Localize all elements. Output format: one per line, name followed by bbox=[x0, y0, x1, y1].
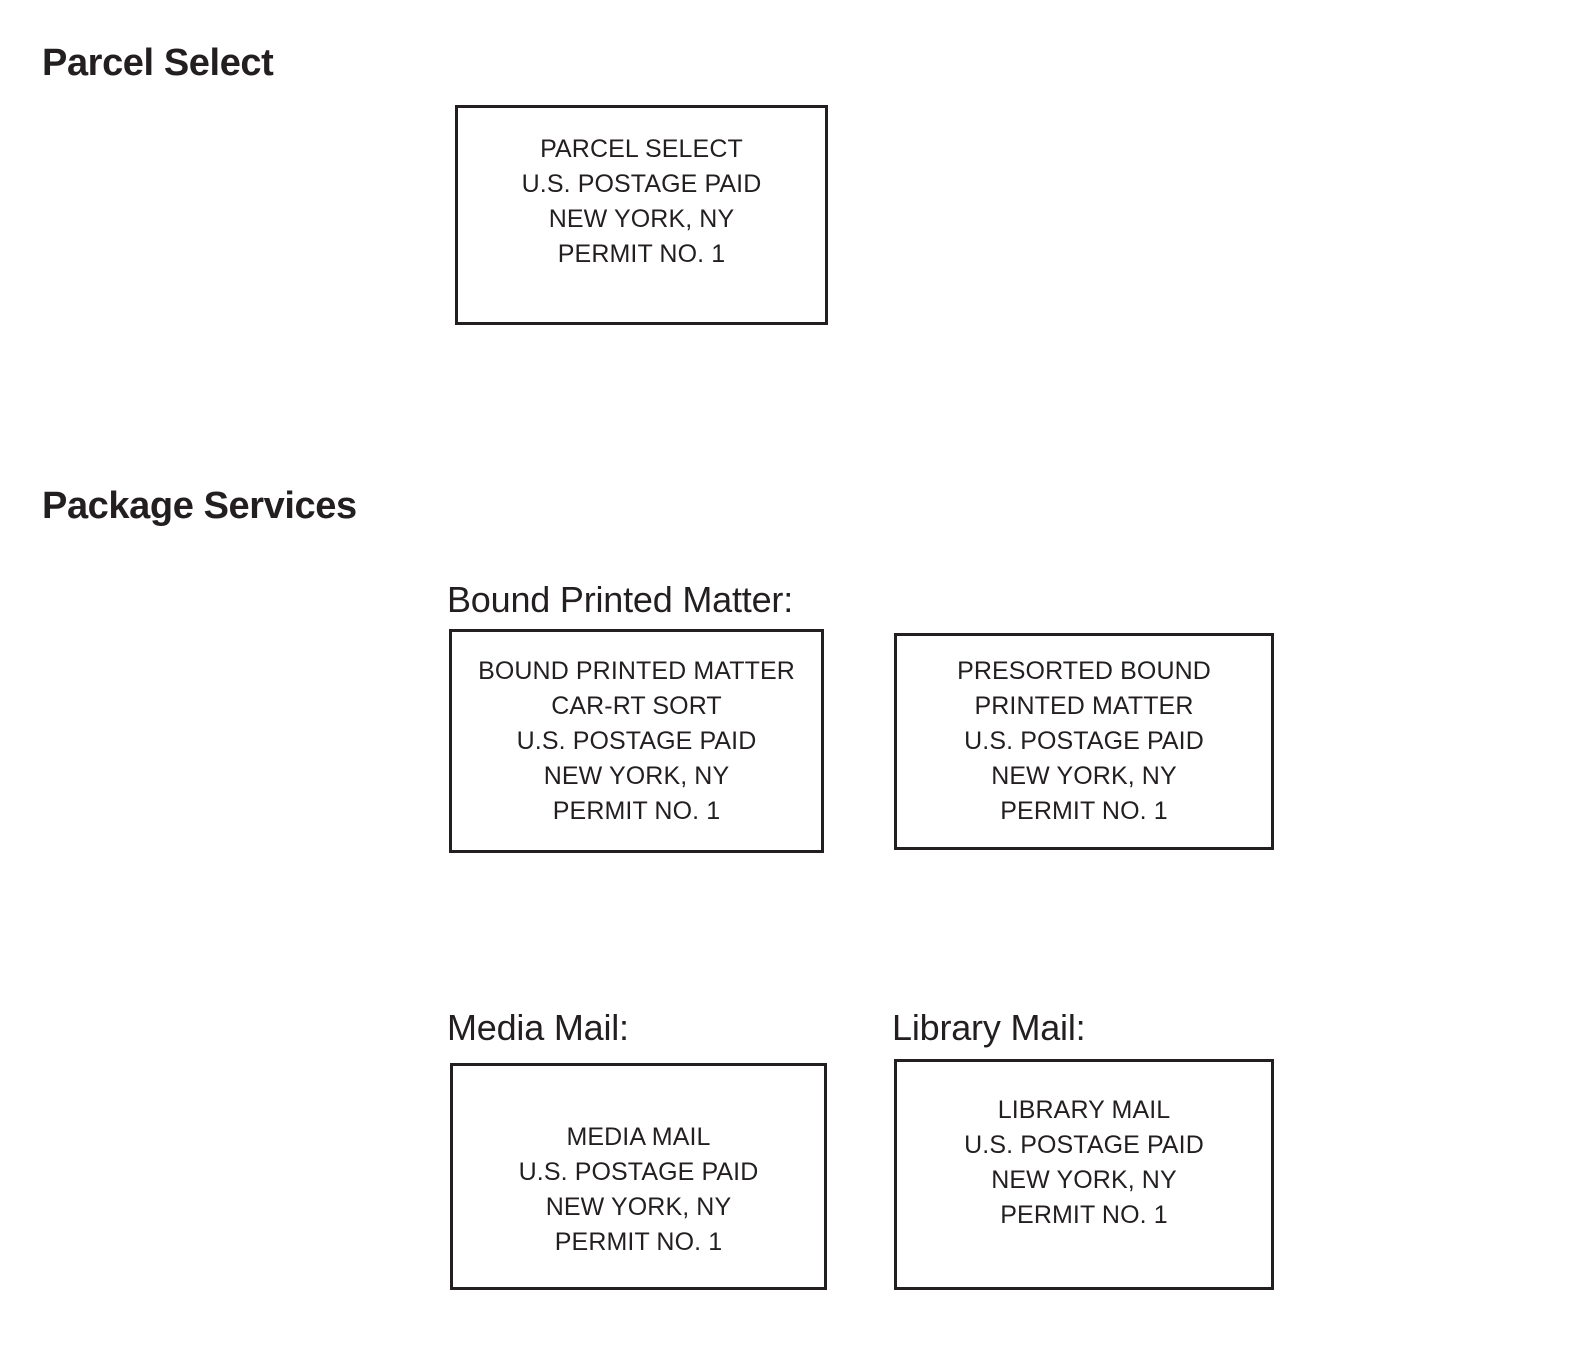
indicia-line: PARCEL SELECT bbox=[540, 135, 743, 163]
indicia-line: NEW YORK, NY bbox=[548, 205, 735, 233]
subheading-bound-printed-matter: Bound Printed Matter: bbox=[447, 579, 793, 620]
indicia-text-media-mail: MEDIA MAIL U.S. POSTAGE PAID NEW YORK, N… bbox=[453, 1066, 824, 1260]
indicia-line: U.S. POSTAGE PAID bbox=[521, 170, 762, 198]
indicia-text-parcel-select: PARCEL SELECT U.S. POSTAGE PAID NEW YORK… bbox=[458, 108, 825, 272]
section-heading-package-services: Package Services bbox=[42, 484, 357, 527]
indicia-line: PRESORTED BOUND bbox=[957, 657, 1211, 685]
indicia-box-bound-printed-matter: BOUND PRINTED MATTER CAR-RT SORT U.S. PO… bbox=[449, 629, 824, 853]
indicia-line: MEDIA MAIL bbox=[566, 1123, 711, 1151]
indicia-line: U.S. POSTAGE PAID bbox=[518, 1158, 759, 1186]
subheading-library-mail: Library Mail: bbox=[892, 1007, 1086, 1048]
indicia-box-presorted-bound-printed-matter: PRESORTED BOUND PRINTED MATTER U.S. POST… bbox=[894, 633, 1274, 850]
indicia-line: NEW YORK, NY bbox=[545, 1193, 732, 1221]
indicia-line: U.S. POSTAGE PAID bbox=[964, 727, 1204, 755]
indicia-line: LIBRARY MAIL bbox=[997, 1096, 1171, 1124]
indicia-line: PERMIT NO. 1 bbox=[557, 240, 726, 268]
indicia-box-library-mail: LIBRARY MAIL U.S. POSTAGE PAID NEW YORK,… bbox=[894, 1059, 1274, 1290]
indicia-box-parcel-select: PARCEL SELECT U.S. POSTAGE PAID NEW YORK… bbox=[455, 105, 828, 325]
indicia-line: NEW YORK, NY bbox=[991, 762, 1177, 790]
indicia-line: PERMIT NO. 1 bbox=[1000, 1201, 1168, 1229]
indicia-text-library-mail: LIBRARY MAIL U.S. POSTAGE PAID NEW YORK,… bbox=[897, 1062, 1271, 1233]
indicia-line: U.S. POSTAGE PAID bbox=[516, 727, 757, 755]
indicia-line: BOUND PRINTED MATTER bbox=[478, 657, 795, 685]
section-heading-parcel-select: Parcel Select bbox=[42, 41, 274, 84]
indicia-text-presorted-bound-printed-matter: PRESORTED BOUND PRINTED MATTER U.S. POST… bbox=[897, 636, 1271, 829]
indicia-line: PERMIT NO. 1 bbox=[1000, 797, 1168, 825]
indicia-line: PERMIT NO. 1 bbox=[552, 797, 721, 825]
indicia-box-media-mail: MEDIA MAIL U.S. POSTAGE PAID NEW YORK, N… bbox=[450, 1063, 827, 1290]
indicia-line: NEW YORK, NY bbox=[991, 1166, 1177, 1194]
indicia-line: CAR-RT SORT bbox=[551, 692, 722, 720]
indicia-line: U.S. POSTAGE PAID bbox=[964, 1131, 1204, 1159]
indicia-line: PERMIT NO. 1 bbox=[554, 1228, 723, 1256]
indicia-line: PRINTED MATTER bbox=[974, 692, 1194, 720]
indicia-line: NEW YORK, NY bbox=[543, 762, 730, 790]
subheading-media-mail: Media Mail: bbox=[447, 1007, 629, 1048]
indicia-text-bound-printed-matter: BOUND PRINTED MATTER CAR-RT SORT U.S. PO… bbox=[452, 632, 821, 829]
